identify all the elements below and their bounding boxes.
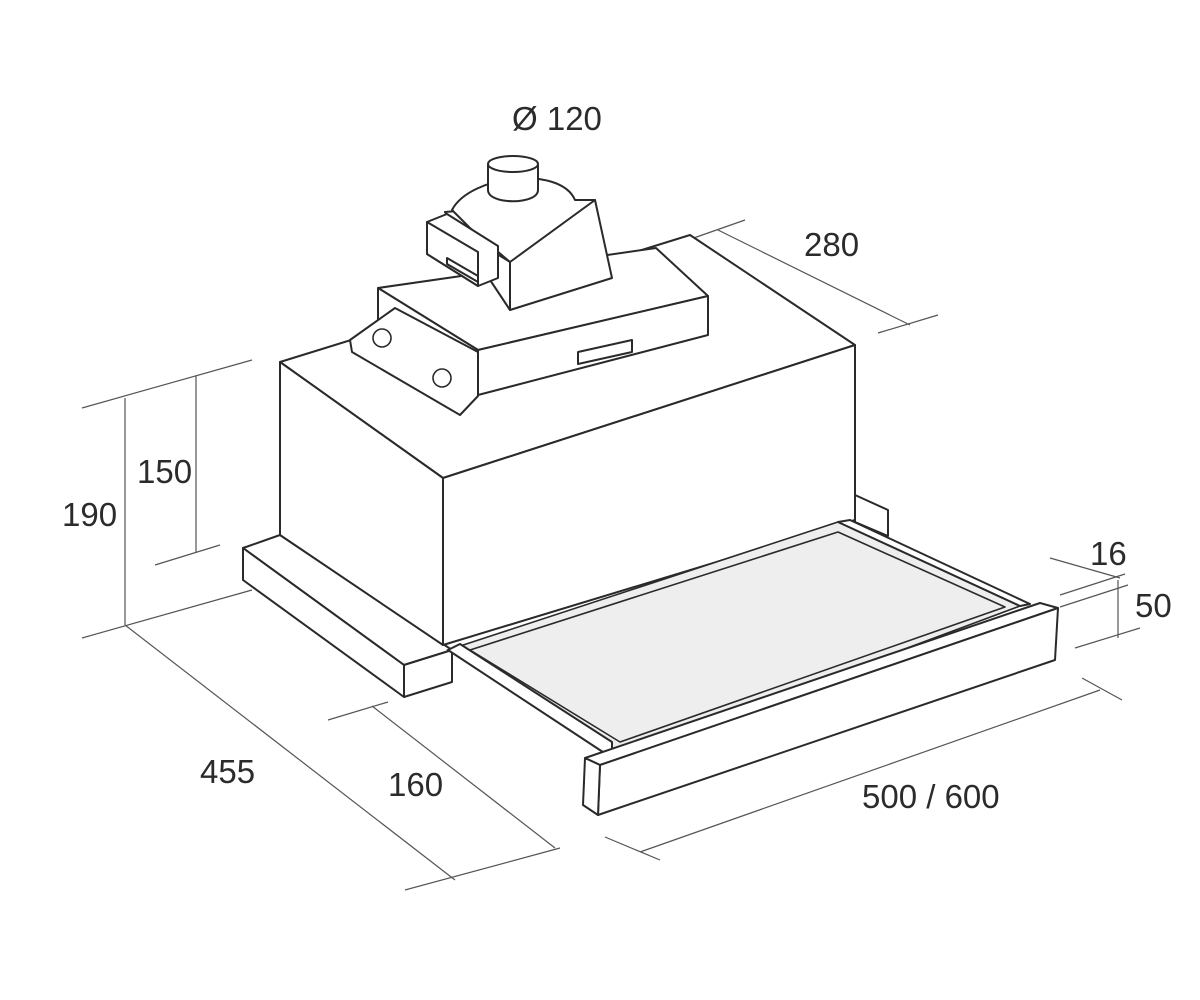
dimension-lines — [81, 219, 1141, 891]
total-depth-label: 455 — [200, 753, 256, 790]
front-panel — [582, 602, 1059, 816]
slider-depth-label: 160 — [388, 766, 444, 803]
depth-top-label: 280 — [804, 226, 860, 263]
total-height-label: 190 — [62, 496, 118, 533]
body-height-label: 150 — [137, 453, 193, 490]
motor-housing — [349, 155, 709, 416]
duct-collar — [487, 164, 539, 203]
slider-tray — [446, 519, 1031, 759]
mount-hole-icon — [432, 368, 452, 388]
mount-hole-icon — [372, 328, 392, 348]
panel-thickness-label: 16 — [1090, 535, 1127, 572]
left-rail — [242, 534, 453, 698]
duct-diameter-label: Ø 120 — [512, 100, 602, 137]
panel-height-label: 50 — [1135, 587, 1172, 624]
width-label: 500 / 600 — [862, 778, 1000, 815]
